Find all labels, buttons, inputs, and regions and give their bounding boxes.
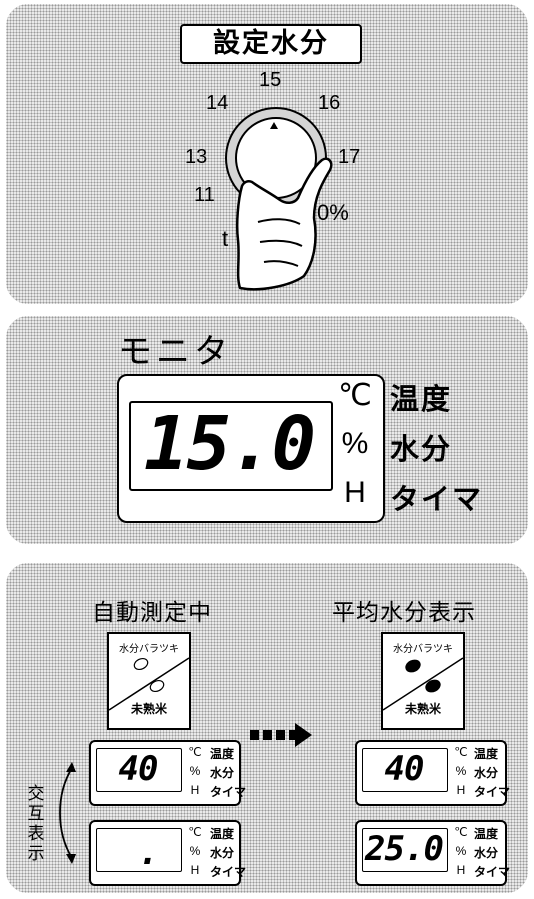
label-temperature: 温度 <box>474 747 499 761</box>
unit-hour: H <box>344 476 366 509</box>
unit-hour: H <box>190 863 200 877</box>
unit-percent: % <box>189 844 201 858</box>
unit-celsius: ℃ <box>338 379 372 412</box>
auto-bottom-value: . <box>138 833 158 873</box>
immature-rice-label: 未熟米 <box>404 702 441 716</box>
label-timer: タイマ <box>474 785 511 799</box>
unit-percent: % <box>455 764 467 778</box>
unit-hour: H <box>456 863 466 877</box>
immature-rice-label: 未熟米 <box>130 702 167 716</box>
unit-percent: % <box>455 844 467 858</box>
monitor-title: モニタ <box>118 332 232 372</box>
dotted-right-arrow-icon <box>250 723 312 747</box>
hand-turning-dial-icon <box>235 157 333 291</box>
hidden-label-right: 0% <box>317 200 349 225</box>
label-moisture: 水分 <box>210 766 235 780</box>
indicator-lamps-off-icon <box>109 657 189 711</box>
dial-number-13: 13 <box>185 146 208 168</box>
average-bottom-value: 25.0 <box>365 829 444 869</box>
monitor-display-value: 15.0 <box>143 401 316 487</box>
average-top-value: 40 <box>384 749 425 789</box>
auto-measuring-heading: 自動測定中 <box>92 600 212 626</box>
label-moisture: 水分 <box>474 846 499 860</box>
unit-celsius: ℃ <box>188 745 202 759</box>
label-temperature: 温度 <box>210 747 235 761</box>
dial-number-11: 11 <box>194 184 215 206</box>
label-moisture: 水分 <box>390 432 453 466</box>
indicator-lamps-on-icon <box>383 657 463 711</box>
monitor-lcd-screen <box>129 401 333 491</box>
hidden-label-left: t <box>222 226 229 251</box>
variation-label: 水分バラツキ <box>119 644 179 655</box>
alternate-display-label: 交互表示 <box>27 784 45 864</box>
finger-lines-icon <box>257 218 303 267</box>
average-moisture-heading: 平均水分表示 <box>332 600 476 626</box>
dial-number-14: 14 <box>206 92 229 114</box>
dial-number-15: 15 <box>259 69 282 91</box>
label-timer: タイマ <box>210 785 247 799</box>
average-bottom-lcd <box>362 828 448 872</box>
dial-number-16: 16 <box>318 92 341 114</box>
unit-celsius: ℃ <box>454 745 468 759</box>
unit-hour: H <box>190 783 200 797</box>
unit-hour: H <box>456 783 466 797</box>
label-temperature: 温度 <box>474 827 499 841</box>
moisture-dial-knob[interactable] <box>200 100 360 300</box>
label-moisture: 水分 <box>210 846 235 860</box>
label-timer: タイマ <box>474 865 511 879</box>
average-top-lcd <box>362 748 448 792</box>
curved-double-arrow-icon <box>59 762 76 864</box>
auto-top-value: 40 <box>118 749 159 789</box>
auto-bottom-lcd <box>96 828 182 872</box>
variation-label: 水分バラツキ <box>393 644 453 655</box>
unit-percent: % <box>341 427 369 460</box>
label-moisture: 水分 <box>474 766 499 780</box>
label-timer: タイマ <box>390 482 484 516</box>
dial-number-17: 17 <box>338 146 361 168</box>
label-timer: タイマ <box>210 865 247 879</box>
auto-top-lcd <box>96 748 182 792</box>
moisture-setting-title: 設定水分 <box>180 24 362 64</box>
unit-percent: % <box>189 764 201 778</box>
unit-celsius: ℃ <box>188 825 202 839</box>
unit-celsius: ℃ <box>454 825 468 839</box>
label-temperature: 温度 <box>390 382 453 416</box>
label-temperature: 温度 <box>210 827 235 841</box>
indicator-card-auto: 水分バラツキ 未熟米 <box>107 632 191 730</box>
indicator-card-average: 水分バラツキ 未熟米 <box>381 632 465 730</box>
